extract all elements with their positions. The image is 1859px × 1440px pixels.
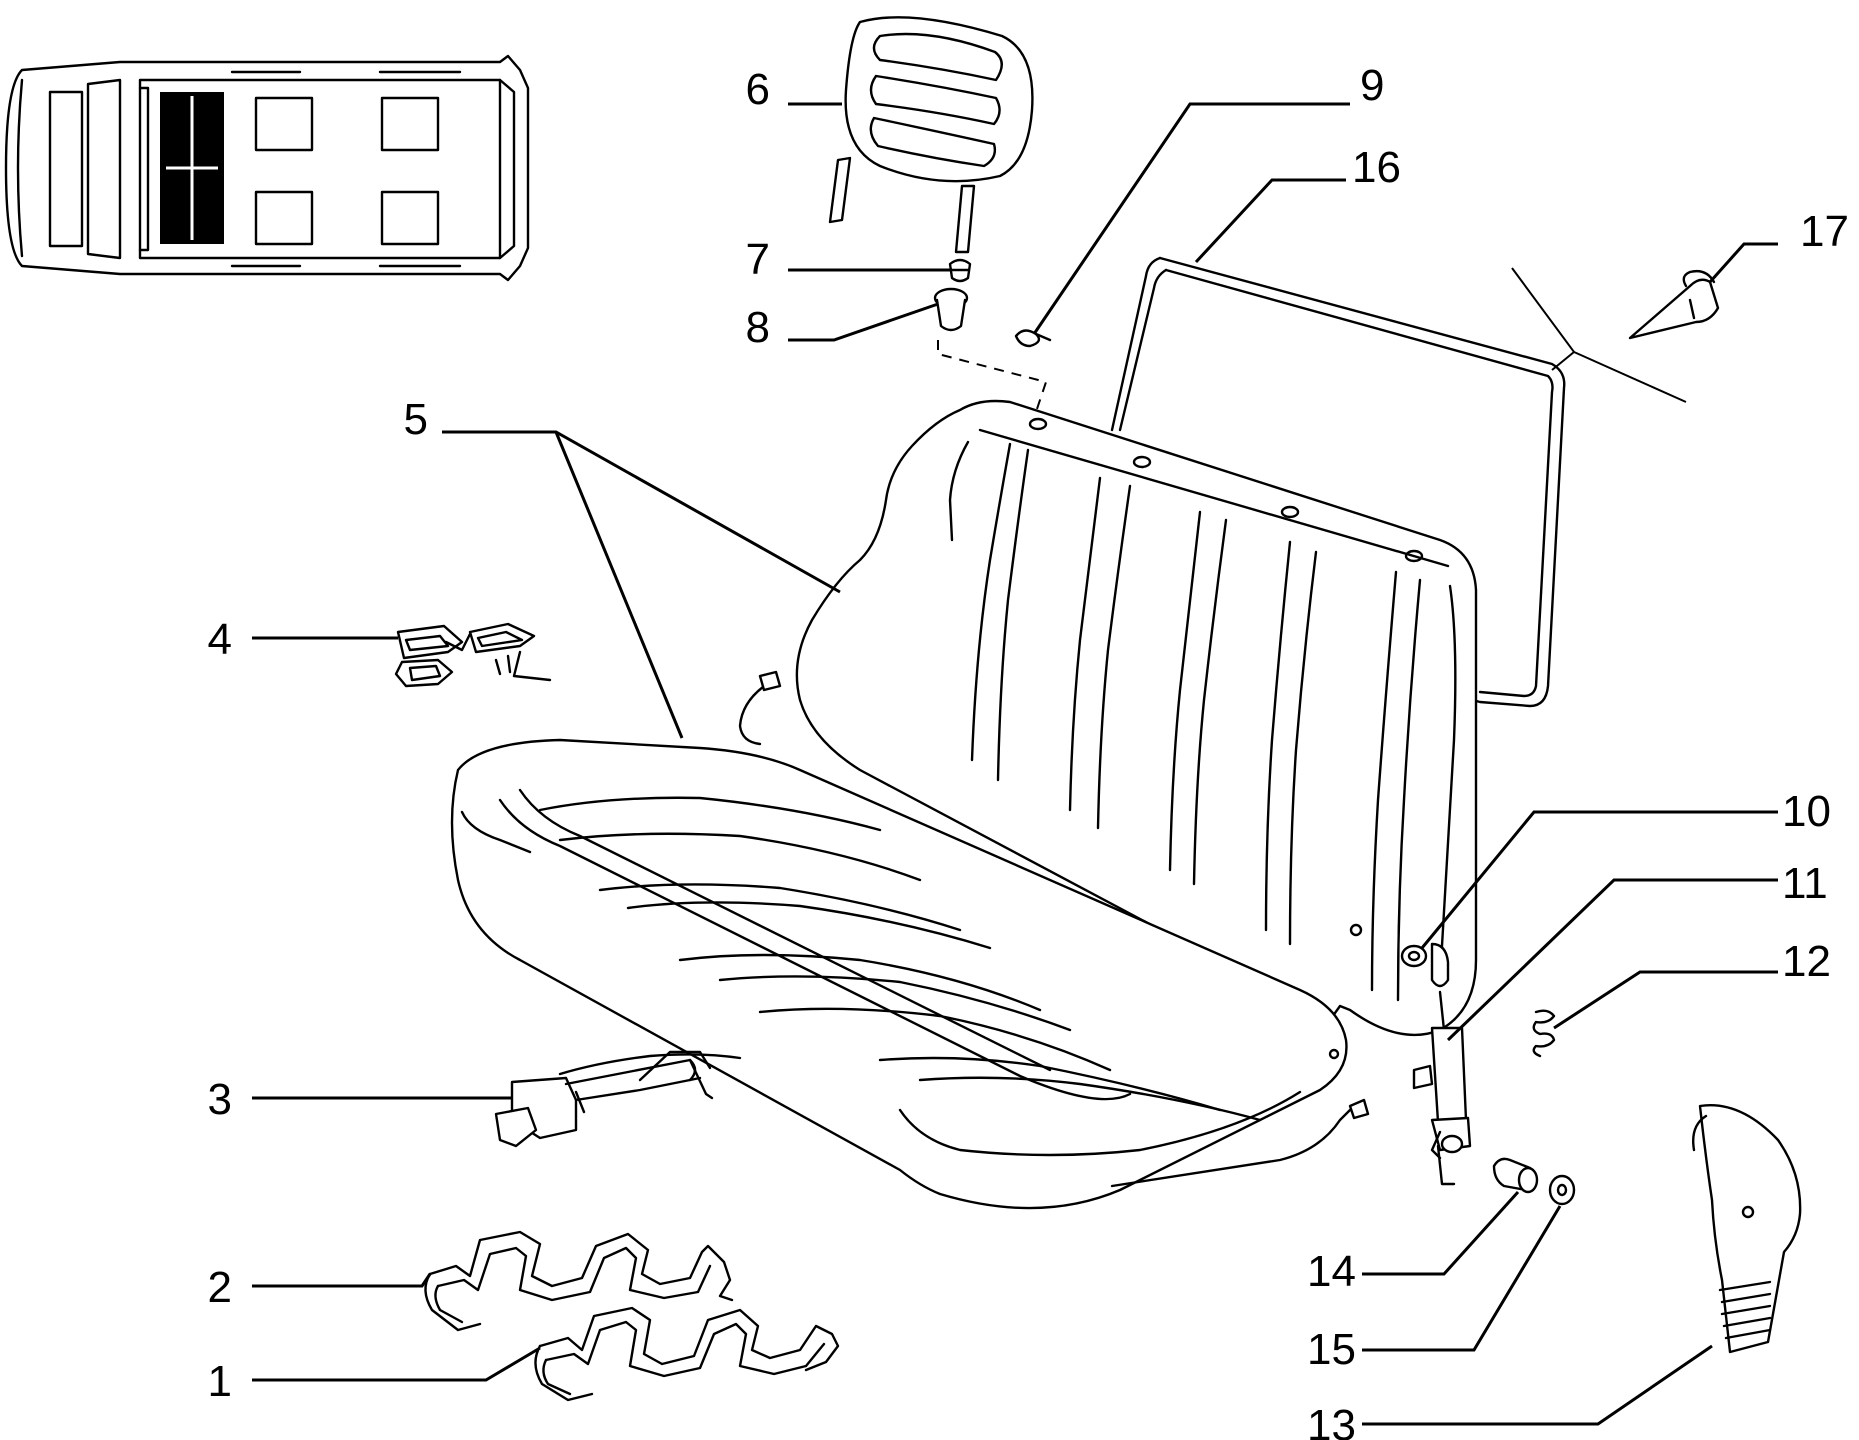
side-trim-cover [1692, 1104, 1802, 1354]
callout-9: 9 [1360, 61, 1384, 110]
callout-14: 14 [1307, 1247, 1356, 1296]
callout-17: 17 [1800, 207, 1849, 256]
washer [1548, 1174, 1576, 1206]
callout-5: 5 [404, 395, 428, 444]
callout-13: 13 [1307, 1401, 1356, 1440]
recline-strut [1400, 942, 1472, 1186]
headrest-guide-small [948, 258, 972, 283]
pin [1492, 1157, 1539, 1194]
wire-bracket [394, 622, 552, 688]
callout-6: 6 [746, 65, 770, 114]
callout-1: 1 [208, 1357, 232, 1406]
headrest-bushing [933, 287, 969, 332]
callout-7: 7 [746, 235, 770, 284]
spring [1532, 1009, 1556, 1058]
callout-8: 8 [746, 303, 770, 352]
seat-spring-upper [424, 1230, 734, 1332]
trim-fastener [1511, 267, 1720, 403]
callout-16: 16 [1352, 143, 1401, 192]
callout-labels: 1 2 3 4 5 6 7 8 9 10 11 12 13 14 15 16 1… [208, 61, 1849, 1440]
callout-4: 4 [208, 615, 232, 664]
seat-spring-lower [534, 1306, 840, 1402]
leader-lines [252, 102, 1778, 1426]
callout-15: 15 [1307, 1325, 1356, 1374]
callout-11: 11 [1782, 859, 1828, 908]
headrest [828, 16, 1034, 254]
clip [1014, 329, 1052, 348]
vehicle-locator [4, 54, 530, 282]
callout-3: 3 [208, 1075, 232, 1124]
callout-12: 12 [1782, 937, 1831, 986]
bench-seat [450, 399, 1478, 1210]
seat-adjuster [494, 1050, 742, 1148]
callout-10: 10 [1782, 787, 1831, 836]
callout-2: 2 [208, 1263, 232, 1312]
